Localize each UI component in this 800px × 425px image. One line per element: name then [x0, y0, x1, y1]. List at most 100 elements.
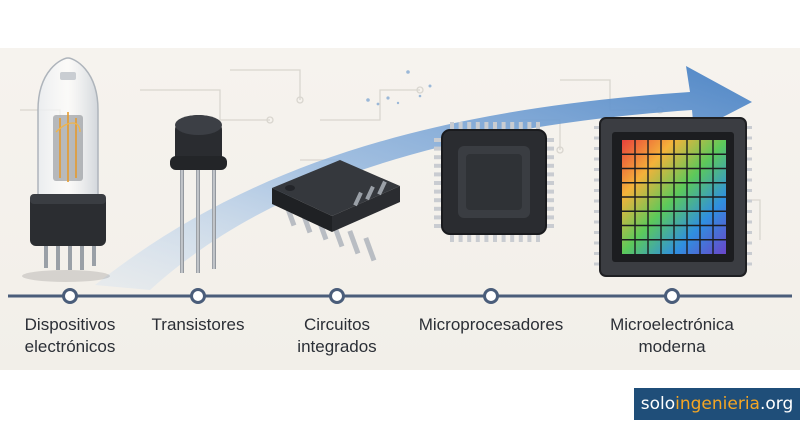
chip-pin [510, 232, 515, 242]
vacuum-tube-image [22, 57, 110, 282]
chip-pin [434, 138, 444, 142]
chip-pin [594, 189, 602, 192]
chip-pin [544, 181, 554, 185]
label-line: Dispositivos [24, 315, 116, 334]
chip-pin [501, 122, 506, 132]
chip-pin [536, 122, 540, 132]
chip-pin [536, 232, 540, 242]
chip-pin [594, 157, 602, 161]
chip-pin [744, 262, 752, 266]
chip-pin [467, 232, 472, 242]
chip-pin [744, 126, 752, 129]
chip-pin [744, 189, 752, 192]
microprocessor-image [434, 122, 554, 242]
integrated-circuit-image [272, 160, 400, 262]
chip-pin [544, 224, 554, 228]
label-transistor: Transistores [138, 314, 258, 336]
chip-pin [744, 178, 752, 182]
chip-pin [544, 198, 554, 203]
chip-pin [594, 136, 602, 140]
chip-pin [434, 172, 444, 177]
watermark-highlight: ingenieria [675, 394, 760, 414]
chip-pin [484, 232, 489, 242]
chip-pin [458, 232, 463, 242]
chip-pin [527, 122, 532, 132]
chip-pin [501, 232, 506, 242]
chip-pin [544, 138, 554, 142]
chip-pin [744, 157, 752, 161]
timeline-node [664, 288, 680, 304]
chip-pin [744, 147, 752, 150]
progress-arrow [95, 66, 752, 290]
chip-pin [594, 199, 602, 203]
chip-pin [518, 232, 523, 242]
chip-pin [544, 189, 554, 194]
label-line: moderna [638, 337, 706, 356]
chip-pin [475, 232, 480, 242]
timeline-node [62, 288, 78, 304]
chip-pin [594, 252, 602, 255]
label-line: Microelectrónica [610, 315, 734, 334]
chip-pin [594, 262, 602, 266]
sparkle-dots [366, 70, 432, 106]
chip-pin [434, 181, 444, 185]
chip-pin [744, 136, 752, 140]
chip-pin [544, 215, 554, 220]
chip-pin [434, 163, 444, 168]
chip-pin [744, 241, 752, 245]
site-watermark: soloingenieria.org [634, 388, 800, 420]
transistor-image [170, 115, 227, 273]
timeline-node [329, 288, 345, 304]
label-line: integrados [297, 337, 377, 356]
chip-pin [594, 220, 602, 224]
chip-pin [544, 146, 554, 151]
chip-pin [434, 198, 444, 203]
chip-pin [744, 220, 752, 224]
chip-pin [594, 210, 602, 213]
timeline-nodes [62, 288, 680, 304]
label-microprocessor: Microprocesadores [406, 314, 576, 336]
chip-pin [434, 146, 444, 151]
chip-pin [467, 122, 472, 132]
chip-pin [594, 241, 602, 245]
chip-pin [744, 252, 752, 255]
chip-pin [544, 172, 554, 177]
chip-pin [484, 122, 489, 132]
chip-pin [475, 122, 480, 132]
timeline-node [483, 288, 499, 304]
chip-pin [493, 122, 497, 132]
chip-pin [527, 232, 532, 242]
chip-pin [594, 231, 602, 234]
chip-pin [594, 126, 602, 129]
chip-pin [594, 168, 602, 171]
chip-pin [744, 231, 752, 234]
label-modern-chip: Microelectrónica moderna [592, 314, 752, 358]
label-line: Microprocesadores [418, 315, 564, 334]
chip-pin [744, 168, 752, 171]
label-line: Circuitos [303, 315, 371, 334]
chip-pin [544, 155, 554, 160]
chip-pin [544, 206, 554, 211]
label-line: electrónicos [24, 337, 116, 356]
chip-pin [744, 199, 752, 203]
timeline-node [190, 288, 206, 304]
chip-pin [450, 232, 454, 242]
circuit-traces [20, 69, 761, 240]
chip-pin [518, 122, 523, 132]
label-integrated-circuit: Circuitos integrados [277, 314, 397, 358]
chip-pin [493, 232, 497, 242]
watermark-suffix: .org [759, 394, 794, 414]
watermark-prefix: solo [640, 394, 676, 414]
chip-pin [450, 122, 454, 132]
modern-chip-image [594, 117, 752, 277]
chip-pin [434, 155, 444, 160]
chip-pin [434, 189, 444, 194]
chip-pin [434, 206, 444, 211]
chip-pin [594, 178, 602, 182]
chip-pin [434, 215, 444, 220]
chip-pin [458, 122, 463, 132]
chip-pin [434, 224, 444, 228]
label-line: Transistores [151, 315, 245, 334]
